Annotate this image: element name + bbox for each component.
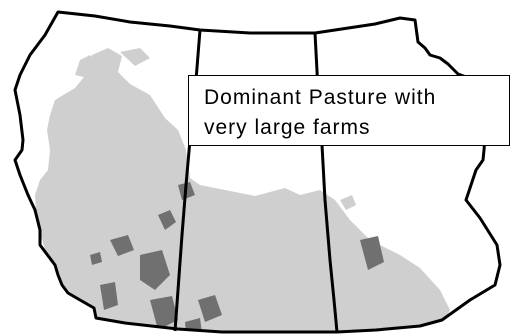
light-pasture-strip-top <box>120 48 150 66</box>
pasture-shading <box>35 48 450 332</box>
dark-pasture-patch-5 <box>100 282 118 310</box>
dark-pasture-patch-4 <box>140 250 170 290</box>
annotation-line-1: Dominant Pasture with <box>204 86 437 109</box>
dark-pasture-patch-7 <box>198 295 222 322</box>
region-outline <box>13 10 507 334</box>
light-pasture-region-west <box>35 48 450 332</box>
dark-pasture-patch-6 <box>150 296 178 330</box>
dark-pasture-patch-2 <box>158 210 176 230</box>
dark-pasture-patch-3 <box>110 235 134 256</box>
annotation-line-2: very large farms <box>204 116 371 139</box>
light-pasture-patch-east <box>340 195 356 210</box>
dark-pasture-patch-10 <box>90 252 102 265</box>
dark-pasture-patch-9 <box>360 236 384 270</box>
annotation-callout: Dominant Pasture with very large farms <box>188 75 510 146</box>
light-pasture-patch-north <box>75 55 96 78</box>
